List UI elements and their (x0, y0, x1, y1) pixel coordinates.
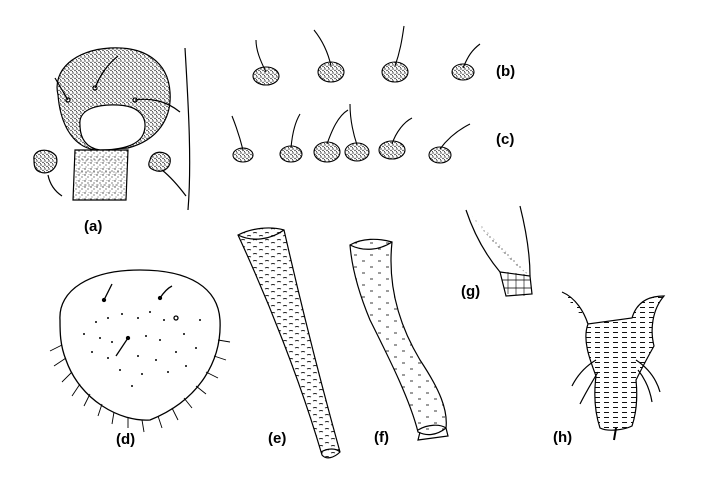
specimen-f (349, 238, 449, 441)
specimen-g (465, 205, 533, 297)
specimen-h (561, 291, 666, 441)
specimen-c (231, 103, 471, 164)
label-g: (g) (461, 283, 481, 300)
specimen-e (237, 227, 341, 459)
specimen-b (252, 25, 481, 86)
label-a: (a) (84, 218, 103, 235)
label-h: (h) (553, 429, 573, 446)
label-d: (d) (116, 431, 136, 448)
specimen-a (33, 47, 191, 211)
label-f: (f) (374, 429, 389, 446)
label-c: (c) (496, 131, 515, 148)
label-b: (b) (496, 63, 516, 80)
label-e: (e) (268, 430, 287, 447)
specimen-d (49, 269, 231, 433)
